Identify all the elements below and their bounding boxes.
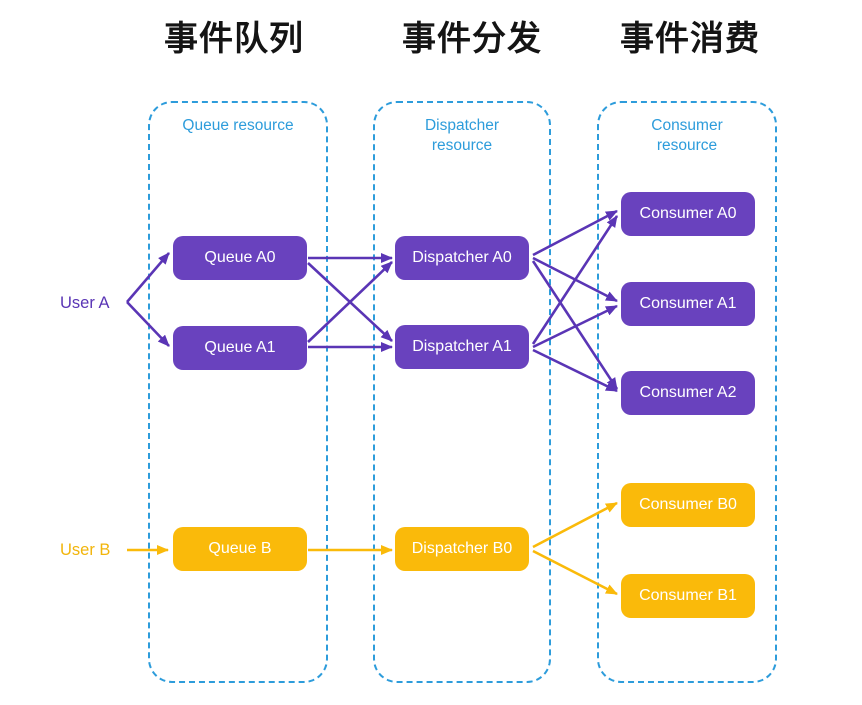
arrow-dispatcher-a1-to-consumer-a1 — [532, 304, 618, 349]
node-queue-a0: Queue A0 — [173, 236, 307, 280]
node-consumer-b0: Consumer B0 — [621, 483, 755, 527]
dispatcher-resource-title: Dispatcher resource — [424, 117, 500, 154]
arrow-user-a-to-queue-a1 — [126, 301, 170, 347]
node-dispatcher-a1: Dispatcher A1 — [395, 325, 529, 369]
header-event-consume: 事件消费 — [620, 20, 760, 58]
arrow-queue-a1-to-dispatcher-a0 — [307, 261, 393, 343]
node-queue-b: Queue B — [173, 527, 307, 571]
user-a-label: User A — [60, 294, 110, 312]
queue-resource-title: Queue resource — [182, 117, 294, 134]
node-dispatcher-a0: Dispatcher A0 — [395, 236, 529, 280]
user-b-label: User B — [60, 541, 111, 559]
arrow-dispatcher-a1-to-consumer-a0 — [531, 215, 619, 345]
arrow-dispatcher-b0-to-consumer-b1 — [532, 549, 618, 596]
consumer-resource-title: Consumer resource — [651, 117, 723, 154]
header-event-dispatch: 事件分发 — [402, 20, 542, 58]
node-consumer-a1: Consumer A1 — [621, 282, 755, 326]
arrow-user-a-to-queue-a0 — [126, 252, 170, 303]
node-consumer-b1: Consumer B1 — [621, 574, 755, 618]
queue-resource-container: Queue resource — [148, 101, 328, 683]
arrow-dispatcher-a1-to-consumer-a2 — [532, 348, 618, 393]
dispatcher-resource-container: Dispatcher resource — [373, 101, 551, 683]
node-consumer-a2: Consumer A2 — [621, 371, 755, 415]
arrow-dispatcher-b0-to-consumer-b0 — [532, 501, 618, 549]
arrow-dispatcher-a0-to-consumer-a2 — [531, 260, 619, 390]
consumer-resource-container: Consumer resource — [597, 101, 777, 683]
arrow-dispatcher-a0-to-consumer-a0 — [532, 209, 618, 257]
node-queue-a1: Queue A1 — [173, 326, 307, 370]
header-event-queue: 事件队列 — [164, 20, 304, 58]
node-consumer-a0: Consumer A0 — [621, 192, 755, 236]
node-dispatcher-b0: Dispatcher B0 — [395, 527, 529, 571]
